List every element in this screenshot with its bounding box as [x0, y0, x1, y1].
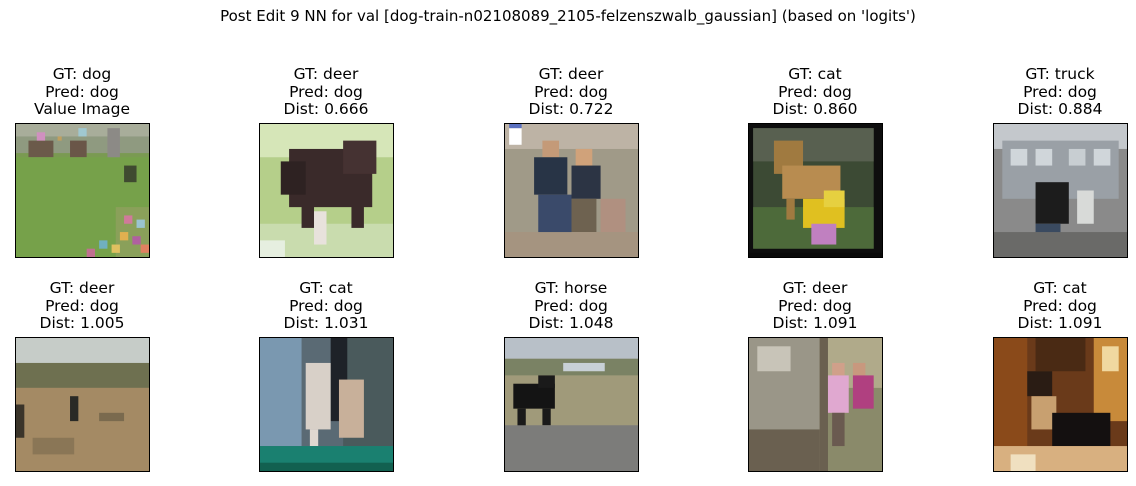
- panel-image: [504, 337, 639, 472]
- panel-extra-label: Dist: 1.048: [528, 314, 614, 332]
- panel-extra-label: Dist: 0.884: [1017, 100, 1103, 118]
- panel-gt-label: GT: cat: [1033, 279, 1087, 297]
- panel-image: [259, 337, 394, 472]
- panel-extra-label: Value Image: [33, 100, 131, 118]
- people-dog-image: [505, 124, 638, 257]
- panel-gt-label: GT: cat: [788, 65, 842, 83]
- panel-extra-label: Dist: 0.722: [528, 100, 614, 118]
- panel-extra-label: Dist: 1.031: [283, 314, 369, 332]
- panel-image: [15, 123, 150, 258]
- panel-gt-label: GT: deer: [538, 65, 604, 83]
- panel-pred-label: Pred: dog: [45, 82, 119, 101]
- panel-extra-label: Dist: 1.091: [772, 314, 858, 332]
- figure-title: Post Edit 9 NN for val [dog-train-n02108…: [220, 7, 916, 25]
- panel-gt-label: GT: truck: [1025, 65, 1095, 83]
- panel-extra-label: Dist: 0.666: [283, 100, 369, 118]
- panel-extra-label: Dist: 0.860: [772, 100, 858, 118]
- panel-pred-label: Pred: dog: [1023, 296, 1097, 315]
- lion-image: [749, 124, 882, 257]
- panel-image: [993, 337, 1128, 472]
- panel-gt-label: GT: cat: [299, 279, 353, 297]
- panel-image: [504, 123, 639, 258]
- panel-gt-label: GT: deer: [293, 65, 359, 83]
- panel-pred-label: Pred: dog: [778, 296, 852, 315]
- panel-pred-label: Pred: dog: [534, 296, 608, 315]
- value-image: [16, 124, 149, 257]
- bison-image: [260, 124, 393, 257]
- panel-pred-label: Pred: dog: [289, 296, 363, 315]
- panel-pred-label: Pred: dog: [1023, 82, 1097, 101]
- truck-image: [994, 124, 1127, 257]
- panel-extra-label: Dist: 1.005: [39, 314, 125, 332]
- girls-image: [749, 338, 882, 471]
- panel-extra-label: Dist: 1.091: [1017, 314, 1103, 332]
- panel-pred-label: Pred: dog: [45, 296, 119, 315]
- dirt-field-image: [16, 338, 149, 471]
- panel-gt-label: GT: deer: [782, 279, 848, 297]
- horse-running-image: [505, 338, 638, 471]
- dog-indoor-image: [994, 338, 1127, 471]
- panel-image: [993, 123, 1128, 258]
- panel-gt-label: GT: dog: [52, 65, 112, 83]
- panel-image: [748, 123, 883, 258]
- panel-gt-label: GT: horse: [534, 279, 608, 297]
- panel-gt-label: GT: deer: [49, 279, 115, 297]
- panel-pred-label: Pred: dog: [534, 82, 608, 101]
- panel-image: [259, 123, 394, 258]
- panel-image: [15, 337, 150, 472]
- panel-pred-label: Pred: dog: [289, 82, 363, 101]
- panel-image: [748, 337, 883, 472]
- cat-standing-image: [260, 338, 393, 471]
- panel-pred-label: Pred: dog: [778, 82, 852, 101]
